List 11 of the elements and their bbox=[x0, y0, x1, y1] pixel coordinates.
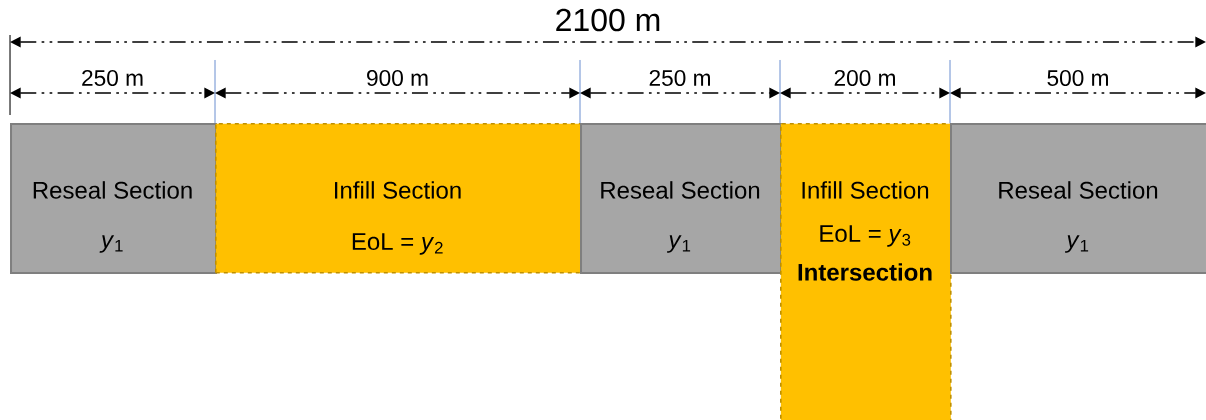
dimension-label: 250 m bbox=[647, 68, 713, 88]
reseal-section: Reseal Section y$_{1}$ bbox=[580, 123, 782, 274]
dimension-label: 200 m bbox=[832, 68, 898, 88]
reseal-section: Reseal Section y$_{1}$ bbox=[950, 123, 1206, 274]
reseal-section: Reseal Section y$_{1}$ bbox=[10, 123, 217, 274]
dimension-label: 250 m bbox=[79, 68, 146, 88]
infill-section: Infill Section EoL = y$_{3}$ Intersection bbox=[780, 123, 952, 420]
dimension-label: 2100 m bbox=[553, 7, 663, 33]
dimension-label: 900 m bbox=[364, 68, 431, 88]
dimension-label: 500 m bbox=[1045, 68, 1111, 88]
infill-section: Infill Section EoL = y$_{2}$ bbox=[215, 123, 582, 274]
